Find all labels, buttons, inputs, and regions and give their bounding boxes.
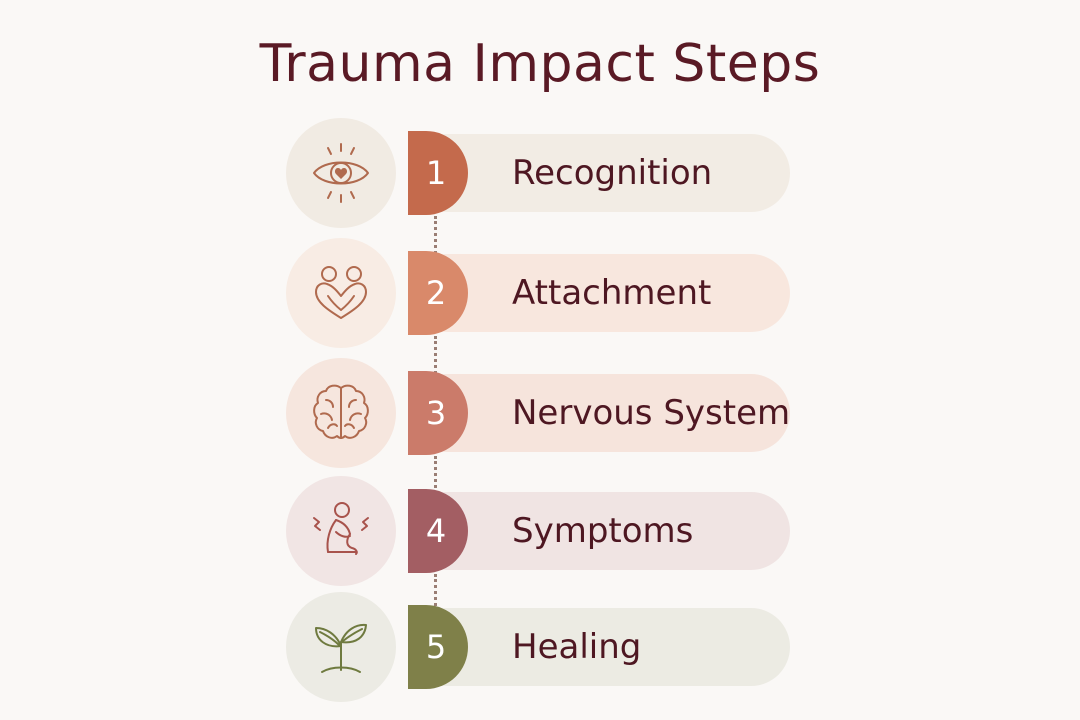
step-2-icon-circle (286, 238, 396, 348)
connector-2-3 (434, 336, 437, 374)
brain-icon (313, 384, 369, 439)
step-healing: 5 Healing (286, 592, 796, 702)
embrace-heart-icon (315, 266, 367, 319)
step-3-label: Nervous System (512, 393, 791, 433)
step-3-icon-circle (286, 358, 396, 468)
step-4-label: Symptoms (512, 511, 694, 551)
step-4-pill (408, 492, 790, 570)
step-1-pill (408, 134, 790, 212)
step-attachment: 2 Attachment (286, 238, 796, 348)
step-3-pill (408, 374, 790, 452)
step-nervous-system: 3 Nervous System (286, 358, 796, 468)
step-5-label: Healing (512, 627, 642, 667)
connector-3-4 (434, 456, 437, 494)
sprout-icon (315, 623, 367, 673)
step-5-pill (408, 608, 790, 686)
eye-heart-icon (313, 143, 369, 203)
step-2-pill (408, 254, 790, 332)
page-title: Trauma Impact Steps (259, 34, 821, 94)
connector-4-5 (434, 574, 437, 612)
step-symptoms: 4 Symptoms (286, 476, 796, 586)
connector-1-2 (434, 216, 437, 254)
step-1-icon-circle (286, 118, 396, 228)
step-1-label: Recognition (512, 153, 713, 193)
step-4-icon-circle (286, 476, 396, 586)
step-2-label: Attachment (512, 273, 712, 313)
distressed-person-icon (313, 502, 369, 555)
step-5-icon-circle (286, 592, 396, 702)
step-recognition: 1 Recognition (286, 118, 796, 228)
